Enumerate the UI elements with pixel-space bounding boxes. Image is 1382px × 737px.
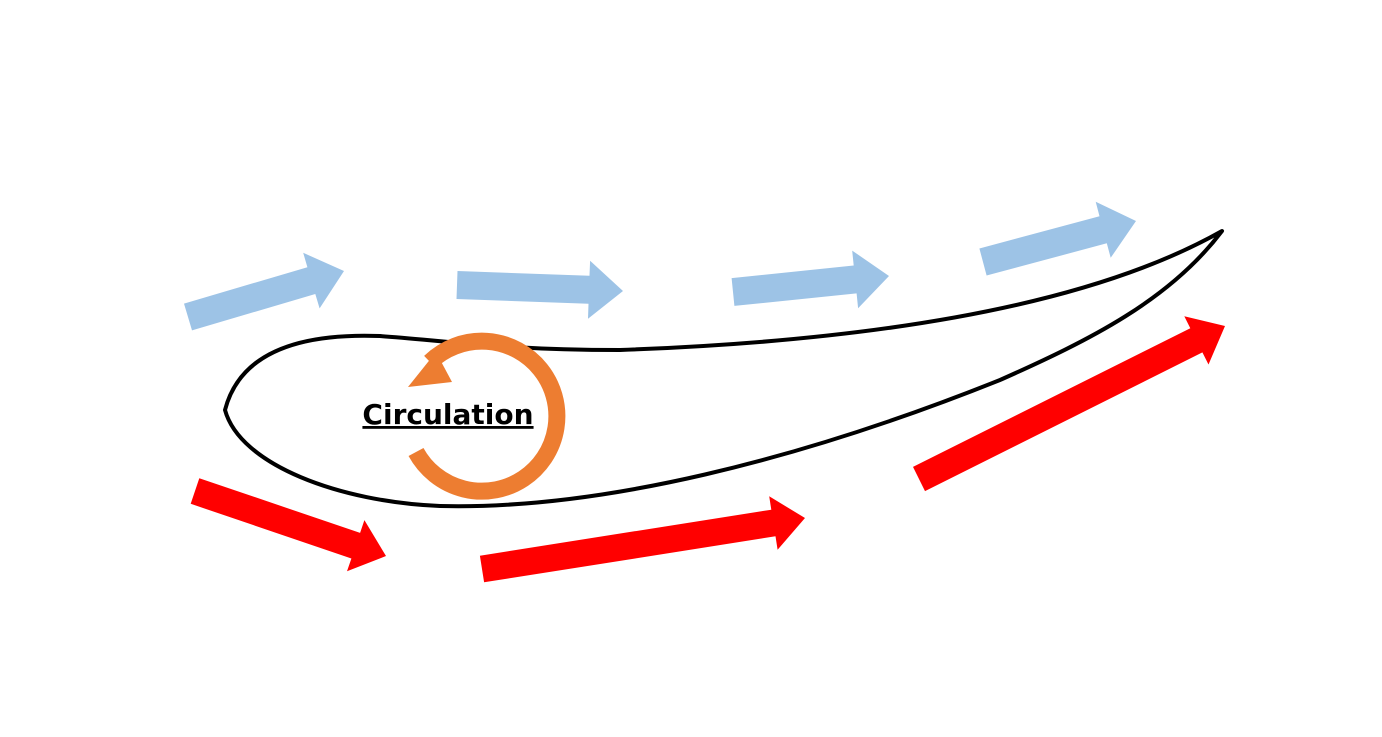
arrow-right-icon	[979, 201, 1136, 276]
lower-flow-arrows	[190, 316, 1225, 583]
arrow-right-icon	[913, 316, 1225, 492]
upper-flow-arrows	[184, 201, 1136, 331]
arrow-right-icon	[190, 478, 386, 572]
arrow-right-icon	[479, 496, 805, 583]
circulation-label: Circulation	[362, 398, 533, 431]
circulation-symbol	[408, 332, 566, 500]
rotate-counterclockwise-icon	[408, 332, 566, 500]
arrow-right-icon	[184, 252, 344, 331]
airfoil-outline	[223, 229, 1224, 509]
arrow-right-icon	[456, 260, 623, 319]
circulation-arrowhead	[408, 352, 452, 387]
arrow-right-icon	[731, 250, 889, 309]
